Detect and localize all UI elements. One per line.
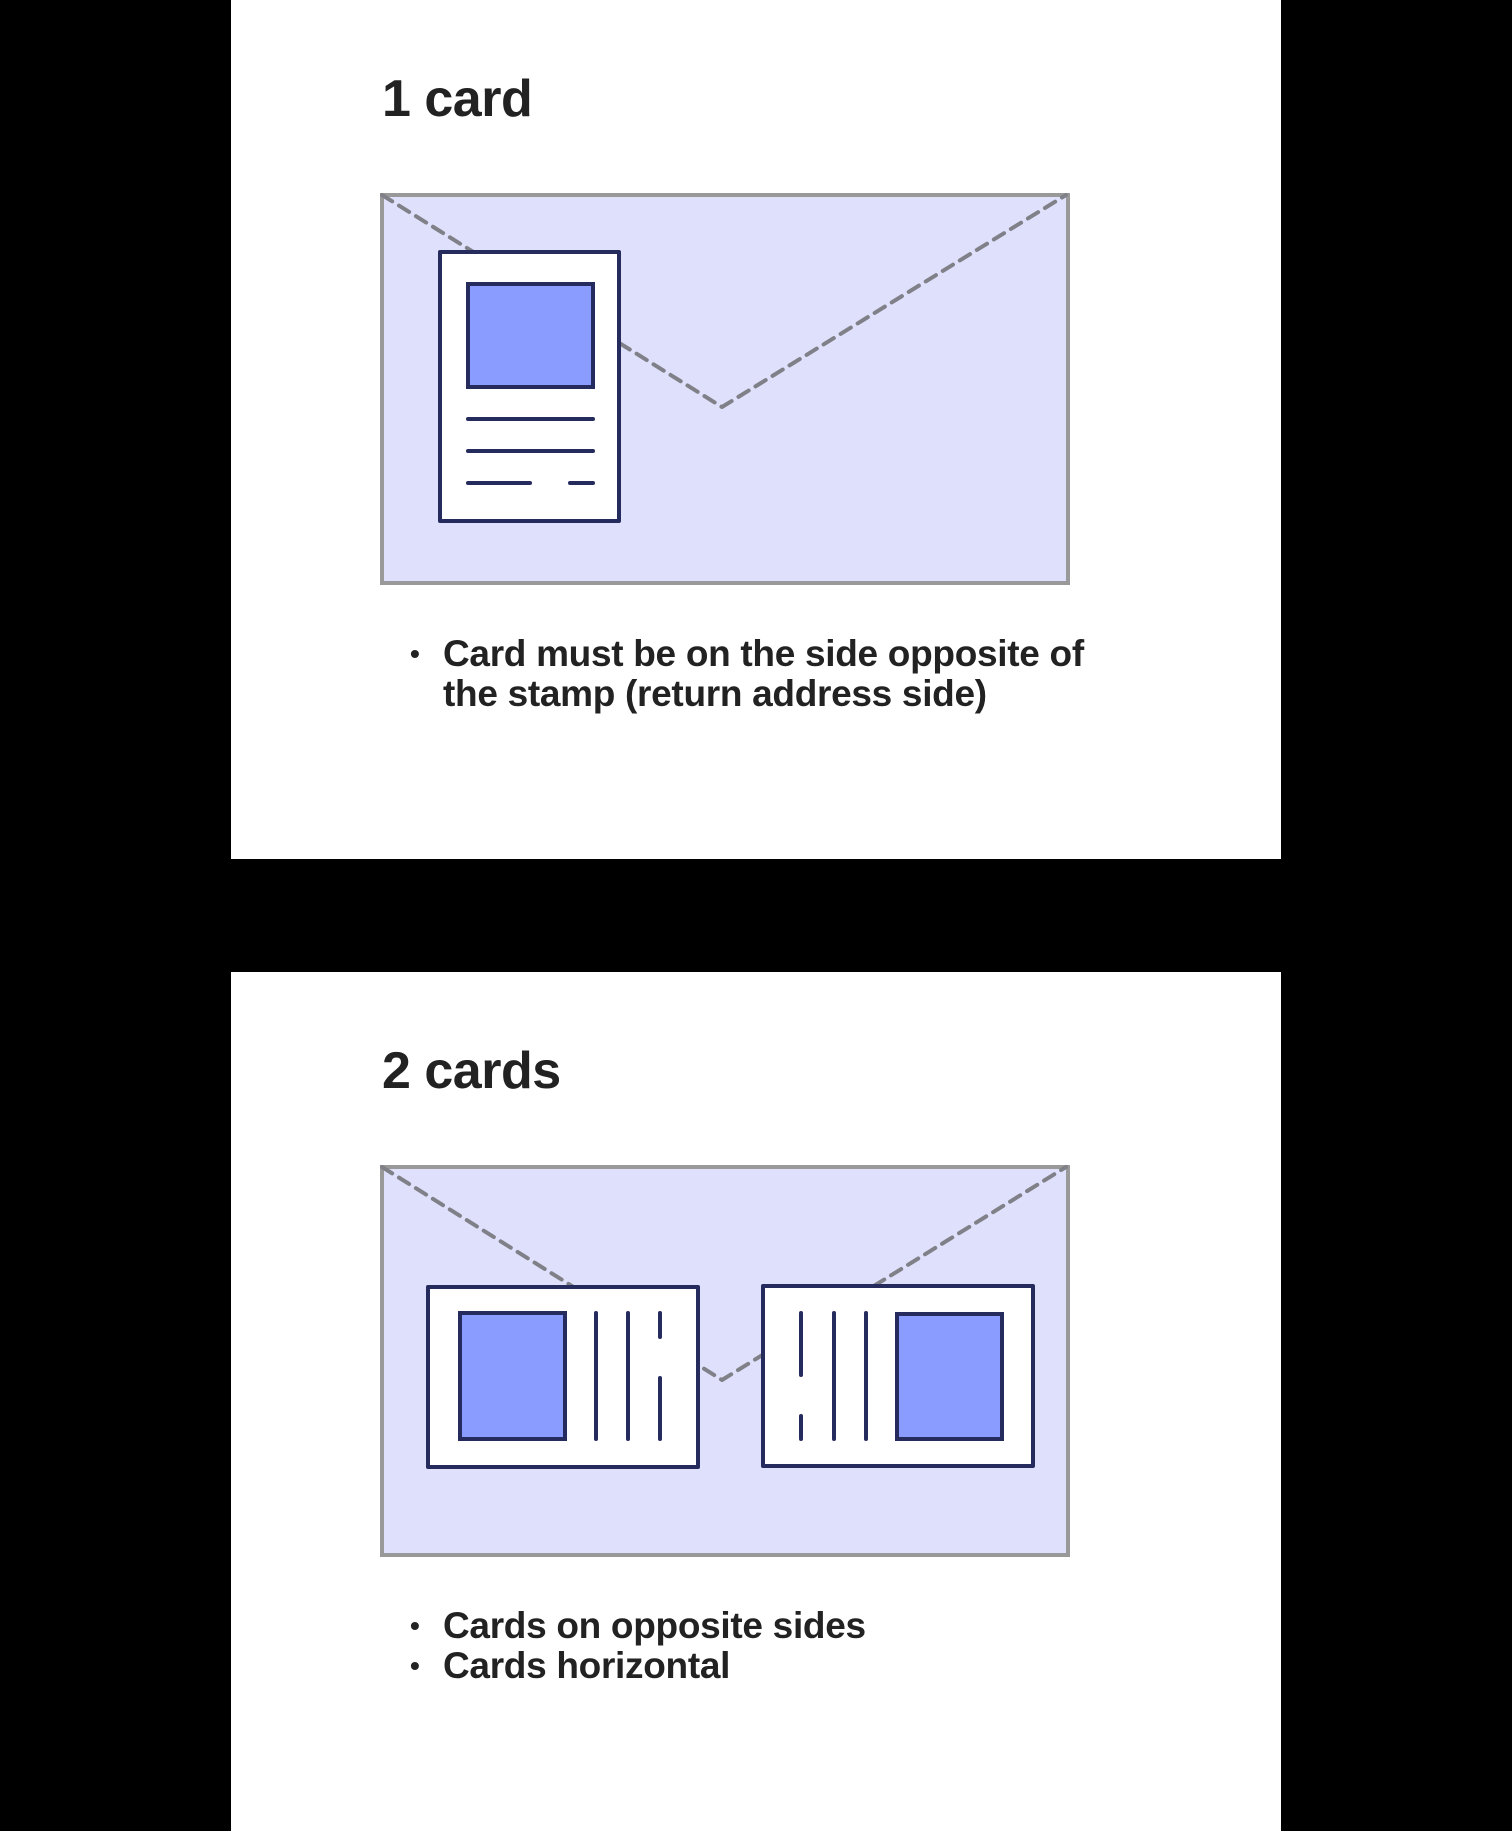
envelope-two-cards-illustration [380, 1165, 1070, 1557]
note-item: • Card must be on the side opposite of [410, 633, 1084, 674]
bullet-icon: • [410, 638, 420, 669]
horizontal-card-left-icon [426, 1285, 700, 1469]
bullet-icon: • [410, 1650, 420, 1681]
note-text: Cards on opposite sides [443, 1605, 866, 1646]
note-item: • Cards horizontal [410, 1645, 866, 1686]
note-text: Cards horizontal [443, 1645, 731, 1686]
card-text-lines-icon [799, 1311, 868, 1441]
bullet-icon: • [410, 1610, 420, 1641]
envelope-one-card-illustration [380, 193, 1070, 585]
horizontal-card-right-icon [761, 1284, 1035, 1468]
two-cards-panel: 2 cards [231, 972, 1281, 1831]
one-card-panel: 1 card • Card must be on the side opposi… [231, 0, 1281, 859]
card-image-icon [466, 282, 595, 389]
card-text-lines-icon [466, 417, 595, 485]
notes-list: • Card must be on the side opposite of t… [410, 633, 1084, 714]
section-title: 2 cards [382, 1042, 561, 1100]
note-text: the stamp (return address side) [443, 673, 987, 714]
card-text-lines-icon [594, 1311, 662, 1441]
card-image-icon [458, 1311, 567, 1441]
notes-list: • Cards on opposite sides • Cards horizo… [410, 1605, 866, 1686]
note-text: Card must be on the side opposite of [443, 633, 1084, 674]
section-title: 1 card [382, 70, 533, 128]
envelope-fold-line [380, 1165, 1068, 1382]
card-image-icon [895, 1312, 1004, 1441]
vertical-card-icon [438, 250, 621, 523]
note-item-continuation: the stamp (return address side) [412, 674, 1084, 714]
note-item: • Cards on opposite sides [410, 1605, 866, 1646]
